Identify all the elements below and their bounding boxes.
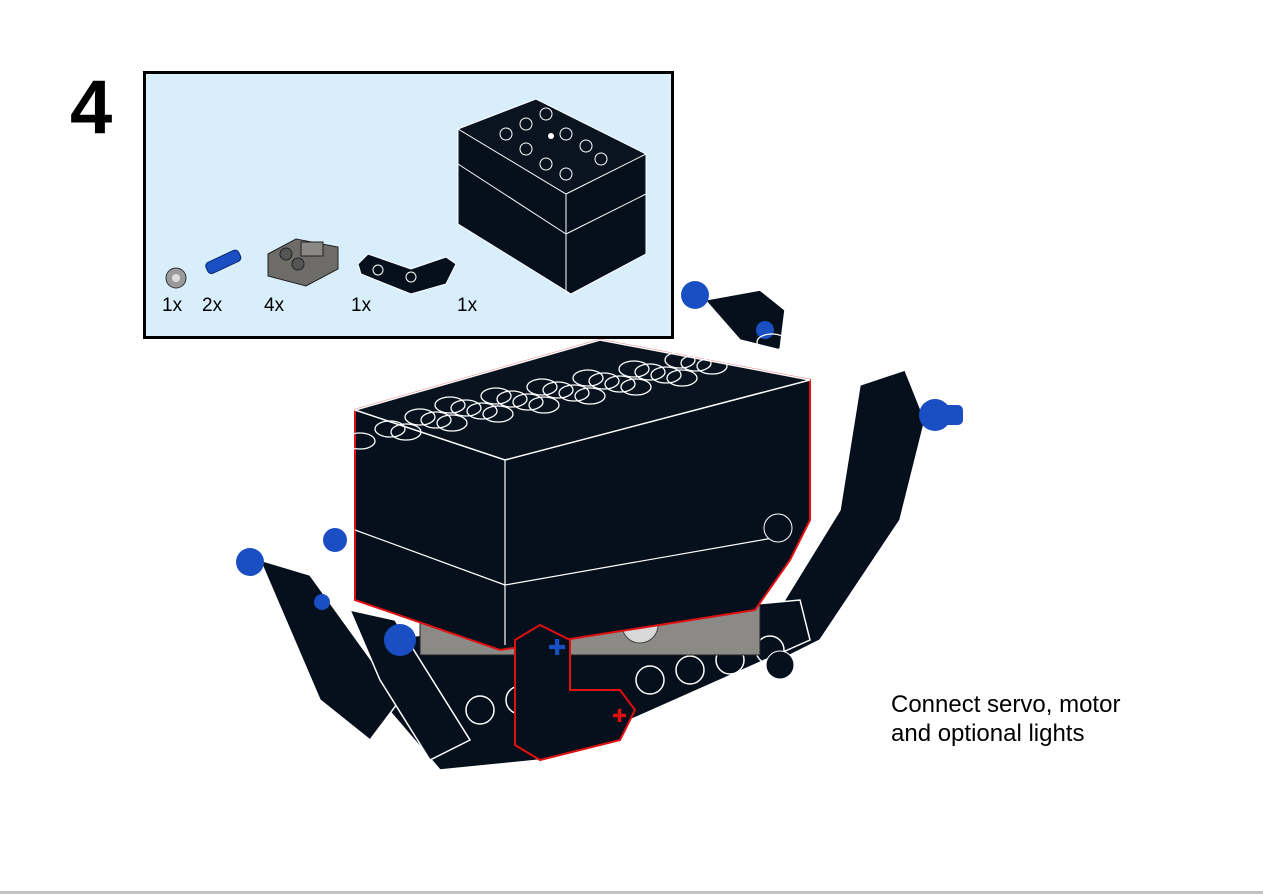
stud-hole	[664, 351, 696, 369]
connector-plate-part	[267, 238, 339, 287]
step-caption: Connect servo, motor and optional lights	[891, 690, 1120, 748]
svg-text:✚: ✚	[548, 636, 566, 661]
parts-images	[165, 98, 648, 295]
stud-hole	[480, 387, 512, 405]
svg-text:✚: ✚	[612, 706, 627, 727]
part-quantity: 2x	[202, 295, 223, 316]
stud-hole	[496, 390, 528, 408]
stud-hole	[344, 432, 376, 450]
stud-hole	[404, 408, 436, 426]
caption-line: and optional lights	[891, 720, 1085, 747]
stud-hole	[450, 399, 482, 417]
bush-part	[165, 267, 187, 289]
stud-hole	[466, 402, 498, 420]
stud-hole	[574, 387, 606, 405]
page-bottom-divider	[0, 891, 1263, 894]
stud-hole	[666, 369, 698, 387]
stud-hole	[572, 369, 604, 387]
caption-line: Connect servo, motor	[891, 691, 1121, 718]
battery-box-part	[456, 98, 648, 295]
stud-hole	[526, 378, 558, 396]
right-bent-beam	[759, 369, 926, 661]
parts-list-panel: 1x 2x 4x 1x 1x	[143, 71, 674, 339]
stud-hole	[390, 423, 422, 441]
step-number: 4	[70, 65, 113, 150]
stud-hole	[634, 363, 666, 381]
part-quantity: 1x	[351, 295, 372, 316]
stud-hole	[618, 360, 650, 378]
part-quantity: 1x	[162, 295, 183, 316]
stud-hole	[650, 366, 682, 384]
part-quantity: 4x	[264, 295, 285, 316]
stud-hole	[680, 354, 712, 372]
stud-hole	[528, 396, 560, 414]
blue-pin-part	[205, 249, 242, 275]
stud-hole	[756, 333, 788, 351]
part-quantity: 1x	[457, 295, 478, 316]
stud-hole	[620, 378, 652, 396]
stud-hole	[588, 372, 620, 390]
stud-hole	[726, 345, 758, 363]
stud-hole	[434, 396, 466, 414]
stud-hole	[374, 420, 406, 438]
stud-hole	[696, 357, 728, 375]
stud-hole	[710, 342, 742, 360]
l-beam	[514, 623, 637, 762]
l-beam-part	[357, 253, 457, 295]
stud-hole	[542, 381, 574, 399]
stud-hole	[436, 414, 468, 432]
stud-hole	[482, 405, 514, 423]
stud-hole	[512, 393, 544, 411]
stud-hole	[604, 375, 636, 393]
stud-hole	[420, 411, 452, 429]
stud-hole	[558, 384, 590, 402]
